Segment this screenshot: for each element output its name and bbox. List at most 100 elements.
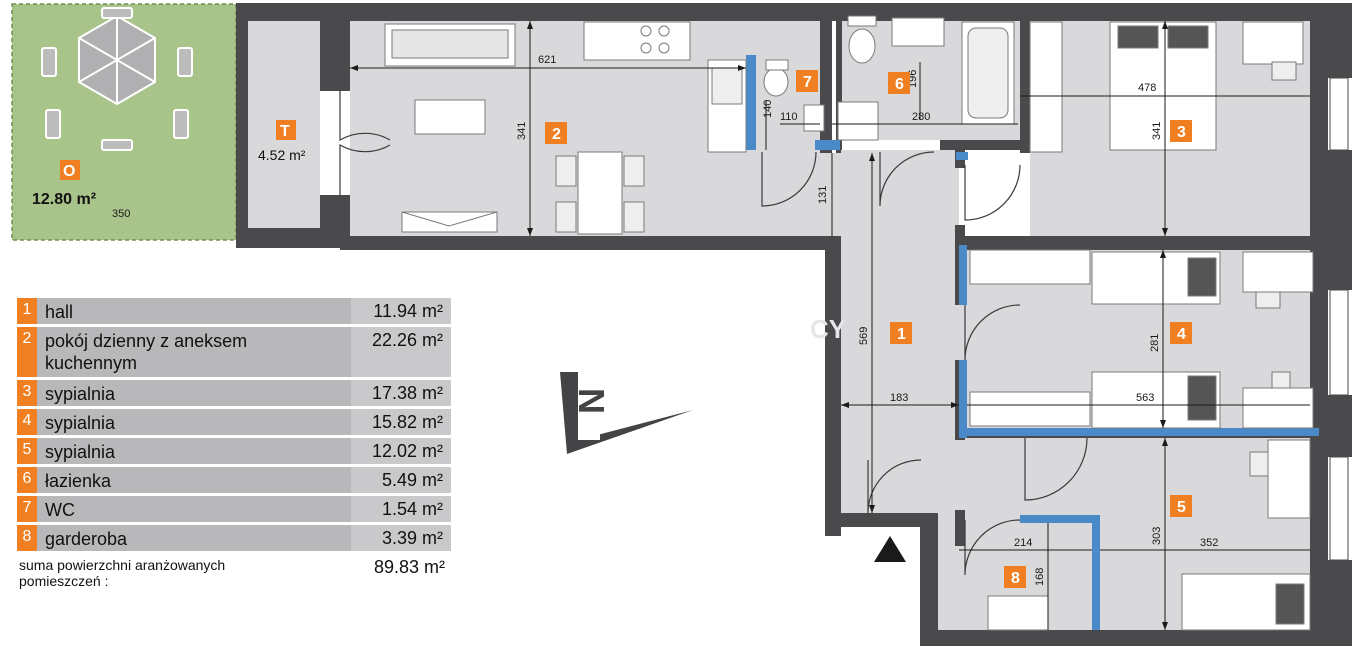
room-badge-7-text: 7	[803, 74, 812, 91]
desk-3-icon	[1242, 21, 1304, 65]
terrace-area-label: 12.80 m²	[32, 191, 96, 208]
bathroom-toilet-icon	[848, 28, 876, 64]
area-summary: suma powierzchni aranżowanych pomieszcze…	[19, 557, 451, 589]
room-badge-1	[890, 322, 912, 344]
tv-stand-icon	[401, 211, 498, 233]
legend-row-number: 5	[17, 438, 37, 464]
wardrobe-4b-icon	[969, 391, 1091, 427]
room-badge-2-text: 2	[552, 126, 561, 143]
legend-row: 3 sypialnia 17.38 m²	[17, 380, 451, 406]
dining-table-icon	[577, 151, 623, 235]
legend-row-name: sypialnia	[45, 442, 116, 462]
bathroom-sink-icon	[891, 17, 945, 47]
terrace-badge	[60, 160, 80, 180]
legend-row-area: 5.49 m²	[351, 467, 451, 493]
desk-4-icon	[1242, 251, 1314, 293]
legend-row-number: 8	[17, 525, 37, 551]
terrace-table-icon	[41, 7, 193, 151]
compass-letter: N	[571, 388, 612, 414]
terrace-width-label: 350	[112, 208, 130, 220]
desk-5-icon	[1267, 439, 1311, 519]
room-badge-7	[796, 70, 818, 92]
room-badge-1-text: 1	[897, 326, 906, 343]
room-badge-3-text: 3	[1177, 124, 1186, 141]
kitchen-counter-icon	[583, 21, 691, 61]
room-badge-8-text: 8	[1011, 570, 1020, 587]
watermark-text: CY	[810, 314, 846, 344]
legend-row-number: 6	[17, 467, 37, 493]
legend-row: 7 WC 1.54 m²	[17, 496, 451, 522]
dim-bed5-width: 352	[1200, 537, 1218, 549]
dim-bath-width: 280	[912, 111, 930, 123]
legend-row: 5 sypialnia 12.02 m²	[17, 438, 451, 464]
entrance-arrow-icon	[874, 536, 906, 562]
walls	[236, 3, 1352, 646]
summary-value: 89.83 m²	[373, 557, 445, 577]
legend-row-area: 3.39 m²	[351, 525, 451, 551]
legend-row-number: 3	[17, 380, 37, 406]
dim-bed3-depth: 341	[1151, 122, 1163, 140]
coffee-table-icon	[414, 99, 486, 135]
legend-row-number: 4	[17, 409, 37, 435]
dimension-arrows	[350, 21, 1168, 630]
legend-row-number: 2	[17, 327, 37, 377]
room-badge-3	[1170, 120, 1192, 142]
doors	[339, 90, 1088, 576]
legend-row-area: 11.94 m²	[351, 298, 451, 324]
legend-row-name: WC	[45, 500, 75, 520]
legend-row-area: 22.26 m²	[351, 327, 451, 377]
dim-hall-length: 569	[858, 327, 870, 345]
legend-row-name: sypialnia	[45, 413, 116, 433]
dim-wardrobe-width: 214	[1014, 537, 1032, 549]
terrace-badge-letter: O	[63, 163, 75, 180]
wardrobe-3-icon	[1029, 21, 1063, 153]
dim-passage: 131	[817, 186, 829, 204]
compass-icon: N	[560, 372, 693, 454]
legend-row-name: sypialnia	[45, 384, 116, 404]
dim-bed3-width: 478	[1138, 82, 1156, 94]
wardrobe-8-icon	[987, 595, 1049, 631]
vestibule-badge	[276, 120, 296, 140]
dim-bed4-depth: 281	[1149, 334, 1161, 352]
legend-row-name: pokój dzienny z aneksem kuchennym	[45, 331, 248, 373]
room-badge-8	[1004, 566, 1026, 588]
dim-hall-width: 183	[890, 392, 908, 404]
wardrobe-4-icon	[969, 249, 1091, 285]
legend-row-area: 1.54 m²	[351, 496, 451, 522]
furniture	[384, 15, 1314, 631]
summary-label: suma powierzchni aranżowanych pomieszcze…	[19, 557, 226, 589]
legend-row-area: 17.38 m²	[351, 380, 451, 406]
dim-bed5-depth: 303	[1151, 527, 1163, 545]
partitions	[746, 55, 1325, 630]
room-badge-6-text: 6	[895, 76, 904, 93]
room-badge-4-text: 4	[1177, 326, 1186, 343]
wc-washbasin-icon	[803, 104, 825, 132]
dim-wardrobe-depth: 168	[1034, 568, 1046, 586]
room-badge-5	[1170, 495, 1192, 517]
room-badge-6	[888, 72, 910, 94]
vestibule-badge-letter: T	[280, 123, 290, 140]
legend-row-name: garderoba	[45, 529, 128, 549]
dim-bed4-width: 563	[1136, 392, 1154, 404]
legend-row: 8 garderoba 3.39 m²	[17, 525, 451, 551]
room-badge-5-text: 5	[1177, 499, 1186, 516]
dim-living-depth: 341	[516, 122, 528, 140]
washer-icon	[837, 101, 879, 141]
dim-living-width: 621	[538, 54, 556, 66]
desk-4b-icon	[1242, 387, 1314, 429]
dimension-lines	[350, 21, 1310, 630]
dim-wc-height: 140	[762, 100, 774, 118]
legend-row-area: 12.02 m²	[351, 438, 451, 464]
legend-row-number: 7	[17, 496, 37, 522]
wc-toilet-icon	[763, 67, 789, 97]
vestibule-area-label: 4.52 m²	[258, 147, 306, 163]
room-badge-4	[1170, 322, 1192, 344]
dim-wc-width: 110	[780, 111, 798, 123]
legend-row-name: hall	[45, 302, 74, 322]
